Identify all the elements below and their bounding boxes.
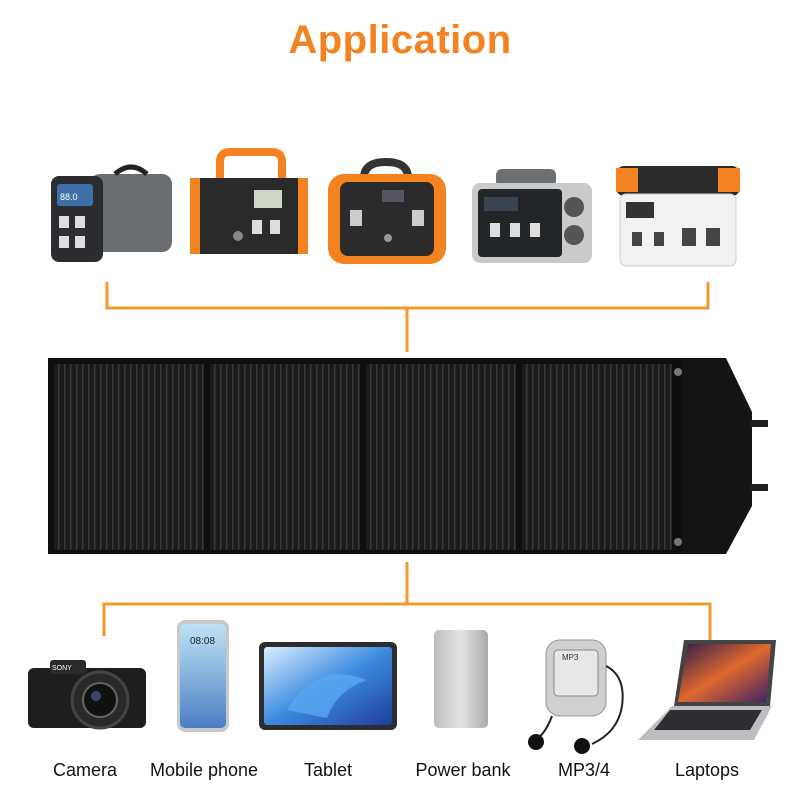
phone-clock-text: 08:08 (190, 636, 215, 647)
power-bank-icon (434, 630, 488, 728)
power-station-5-icon (616, 166, 740, 267)
device-label-tablet: Tablet (303, 760, 353, 780)
svg-text:MP3: MP3 (562, 653, 579, 662)
camera-icon: SONY (28, 660, 146, 730)
bottom-connector-line (102, 562, 712, 640)
solar-panel-icon (48, 358, 768, 554)
device-label-power-bank: Power bank (415, 760, 511, 780)
top-connector-line (105, 282, 710, 352)
svg-text:SONY: SONY (52, 665, 72, 672)
device-label-mp3: MP3/4 (557, 760, 611, 780)
page-title: Application (288, 18, 512, 62)
power-station-3-icon (328, 157, 446, 264)
laptop-icon (638, 640, 776, 740)
device-label-camera: Camera (52, 760, 118, 780)
device-label-laptops: Laptops (674, 760, 740, 780)
power-station-2-icon (190, 148, 308, 254)
device-label-mobile-phone: Mobile phone (149, 760, 259, 780)
tablet-icon (259, 642, 397, 730)
svg-text:88.0: 88.0 (60, 192, 78, 202)
power-station-1-icon: 88.0 (51, 164, 172, 262)
phone-icon: 08:08 (177, 620, 229, 732)
power-station-4-icon (472, 169, 592, 263)
mp3-player-icon: MP3 (528, 639, 624, 754)
